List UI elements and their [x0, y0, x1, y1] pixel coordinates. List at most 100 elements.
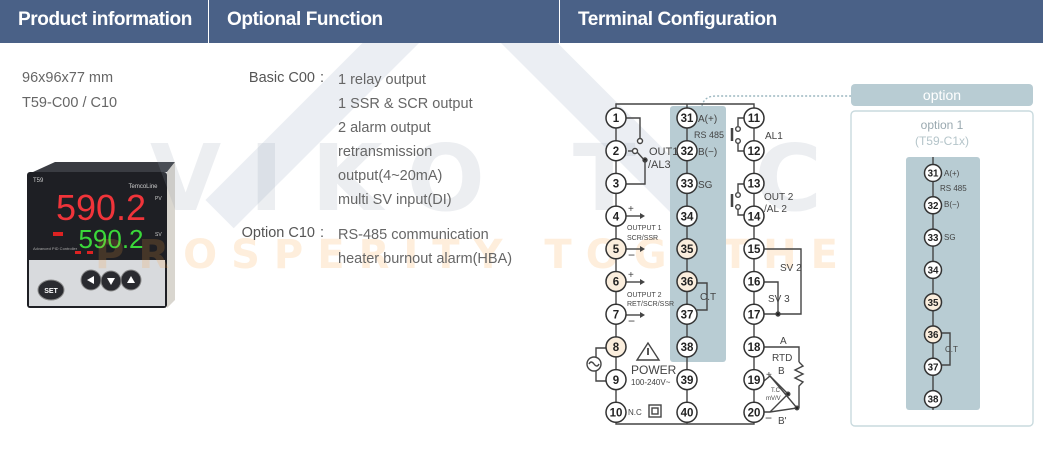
terminal-11-label: 11 [748, 113, 761, 125]
out2-wire [737, 209, 744, 216]
terminal-18-circle [743, 336, 765, 358]
label-plus: + [628, 204, 634, 215]
up-arrow-icon [127, 276, 135, 283]
terminal-4-circle [605, 205, 627, 227]
terminal-1-circle [605, 107, 627, 129]
basic-option-colon: : [320, 70, 325, 86]
terminal-11-circle [743, 107, 765, 129]
option-terminal-37-circle [923, 357, 943, 377]
indicator-led [53, 232, 63, 236]
terminal-4-label: 4 [613, 211, 620, 223]
label-plus: + [628, 270, 634, 281]
label-tc: T.C [771, 388, 781, 394]
option-terminal-34-circle [923, 260, 943, 280]
terminal-38-label: 38 [681, 342, 694, 354]
label-rtd: RTD [772, 353, 792, 364]
terminal-14-circle [743, 205, 765, 227]
option-terminal-35-label: 35 [928, 298, 939, 309]
terminal-40-label: 40 [681, 408, 694, 420]
arrow-icon [640, 213, 645, 219]
ct-bracket [697, 282, 708, 311]
terminal-14-label: 14 [748, 211, 761, 223]
option-tab [851, 84, 1033, 106]
list-item: 1 SSR & SCR output [338, 96, 473, 112]
arrow-icon [640, 246, 645, 252]
option-terminal-36-label: 36 [928, 330, 939, 341]
terminal-33-circle [676, 172, 698, 195]
option-terminal-37-label: 37 [928, 362, 939, 373]
al1-wire [737, 117, 744, 126]
set-button-label: SET [44, 288, 58, 295]
basic-option-label: Basic C00 [248, 70, 315, 86]
list-item: retransmission [338, 144, 433, 160]
terminal-31-circle [676, 107, 698, 129]
label-b-prime: B' [778, 416, 787, 427]
label-voltage: 100-240V~ [631, 378, 671, 387]
option-label-ct: C.T [945, 345, 958, 354]
terminal-36-circle [676, 270, 698, 293]
contact-icon [735, 125, 742, 132]
header-label: Terminal Configuration [578, 9, 777, 30]
option-terminal-31-circle [923, 163, 943, 183]
label-rs485: RS 485 [694, 130, 724, 140]
indicator-led [75, 251, 81, 254]
terminal-diagram: OUT1 /AL3 + OUTPUT 1 SCR/SSR − + OUTPUT … [586, 84, 1034, 427]
terminal-18-label: 18 [748, 342, 761, 354]
option-terminal-38-label: 38 [928, 395, 939, 406]
product-model: T59-C00 / C10 [22, 95, 118, 111]
label-sv2: SV 2 [780, 263, 802, 274]
pv-tag: PV [155, 196, 162, 202]
option-c10-colon: : [320, 225, 325, 241]
nc-box-inner [651, 407, 659, 415]
label-al3: /AL3 [648, 159, 671, 171]
terminal-20-label: 20 [748, 408, 761, 420]
out1-wire [626, 117, 641, 138]
pv-display: 590.2 [56, 187, 146, 228]
device-brand-label: TemcoLine [128, 184, 158, 190]
header-label: Optional Function [227, 9, 383, 30]
terminal-32-circle [676, 139, 698, 162]
label-a-plus: A(+) [698, 114, 717, 125]
terminal-40-circle [676, 401, 698, 424]
left-arrow-icon [87, 276, 94, 284]
header-terminal-configuration: Terminal Configuration [560, 0, 1043, 43]
label-al1: AL1 [765, 131, 783, 142]
label-ret-scr-ssr: RET/SCR/SSR [627, 301, 674, 308]
indicator-led [87, 251, 93, 254]
contact-icon [636, 137, 644, 145]
option-panel-subtitle: (T59-C1x) [915, 134, 969, 148]
terminal-10-circle [605, 401, 627, 424]
rtd-wire-a [764, 346, 800, 362]
terminal-35-label: 35 [681, 244, 694, 256]
terminal-13-label: 13 [748, 179, 761, 191]
option-panel-title: option 1 [921, 118, 964, 132]
terminal-19-circle [743, 368, 765, 391]
sv3-wire [764, 281, 779, 314]
option-c10-list: RS-485 communication heater burnout alar… [338, 223, 512, 271]
label-b-minus: B(−) [698, 147, 717, 158]
junction-dot [785, 391, 791, 397]
label-out2: OUT 2 [764, 192, 794, 203]
option-terminal-32-label: 32 [928, 201, 939, 212]
label-minus: − [628, 314, 635, 328]
label-mvv: mV/V [766, 396, 781, 402]
device-model-label: T59 [33, 178, 44, 184]
terminal-6-label: 6 [613, 277, 619, 289]
terminal-38-circle [676, 336, 698, 358]
terminal-3-label: 3 [613, 179, 619, 191]
header-label: Product information [18, 9, 192, 30]
option-label-rs485: RS 485 [940, 184, 967, 193]
label-sv3: SV 3 [768, 294, 790, 305]
option-label-sg: SG [944, 233, 956, 242]
terminal-31-label: 31 [681, 113, 694, 125]
terminal-34-circle [676, 205, 698, 227]
option-tab-label: option [923, 87, 961, 103]
arrow-icon [640, 279, 645, 285]
label-sg: SG [698, 180, 713, 191]
list-item: 2 alarm output [338, 120, 431, 136]
terminal-39-label: 39 [681, 375, 694, 387]
junction-dot [794, 405, 800, 411]
terminal-2-circle [605, 139, 627, 162]
terminal-12-label: 12 [748, 146, 761, 158]
list-item: 1 relay output [338, 72, 426, 88]
